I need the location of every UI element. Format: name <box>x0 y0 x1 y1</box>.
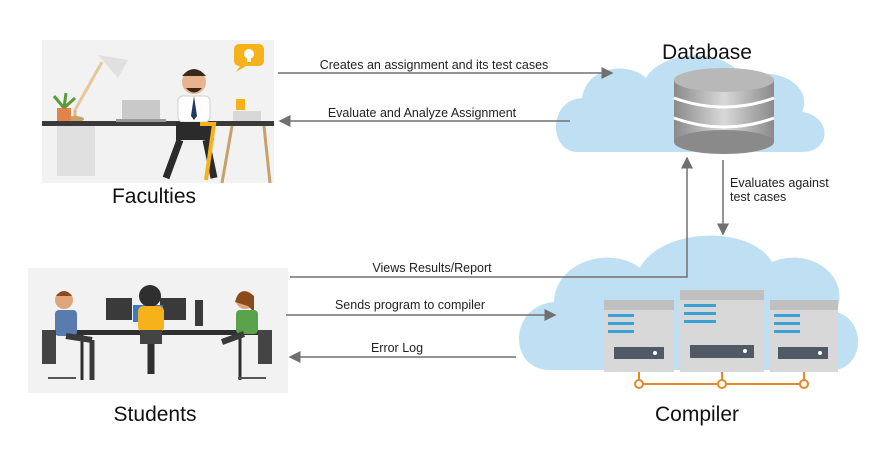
lightbulb-idea-icon <box>234 44 264 72</box>
database-label: Database <box>662 41 752 64</box>
evaluates-label-line1: Evaluates against <box>730 176 829 190</box>
faculties-label: Faculties <box>112 185 196 208</box>
database-icon <box>673 68 775 154</box>
sends-program-label: Sends program to compiler <box>335 298 485 312</box>
potted-plant-icon <box>52 92 77 121</box>
network-connector-icon <box>634 372 809 389</box>
students-illustration <box>28 268 288 393</box>
faculty-illustration <box>42 40 274 184</box>
error-log-label: Error Log <box>371 341 423 355</box>
faculty-person-icon <box>162 69 218 180</box>
students-label: Students <box>114 403 197 426</box>
server-rack-icon <box>680 290 764 372</box>
views-results-arrow <box>290 156 693 278</box>
laptop-icon <box>116 100 166 122</box>
student-right-icon <box>220 291 272 364</box>
server-rack-icon <box>604 300 674 372</box>
create-assignment-label: Creates an assignment and its test cases <box>320 58 549 72</box>
evaluates-label-line2: test cases <box>730 190 786 204</box>
server-rack-icon <box>770 300 838 372</box>
desk-lamp-icon <box>66 55 128 122</box>
views-results-label: Views Results/Report <box>372 261 492 275</box>
compiler-label: Compiler <box>655 403 739 426</box>
student-middle-icon <box>138 285 164 374</box>
evaluate-analyze-label: Evaluate and Analyze Assignment <box>328 106 517 120</box>
student-left-icon <box>42 291 95 380</box>
coffee-cup-icon <box>236 99 245 110</box>
